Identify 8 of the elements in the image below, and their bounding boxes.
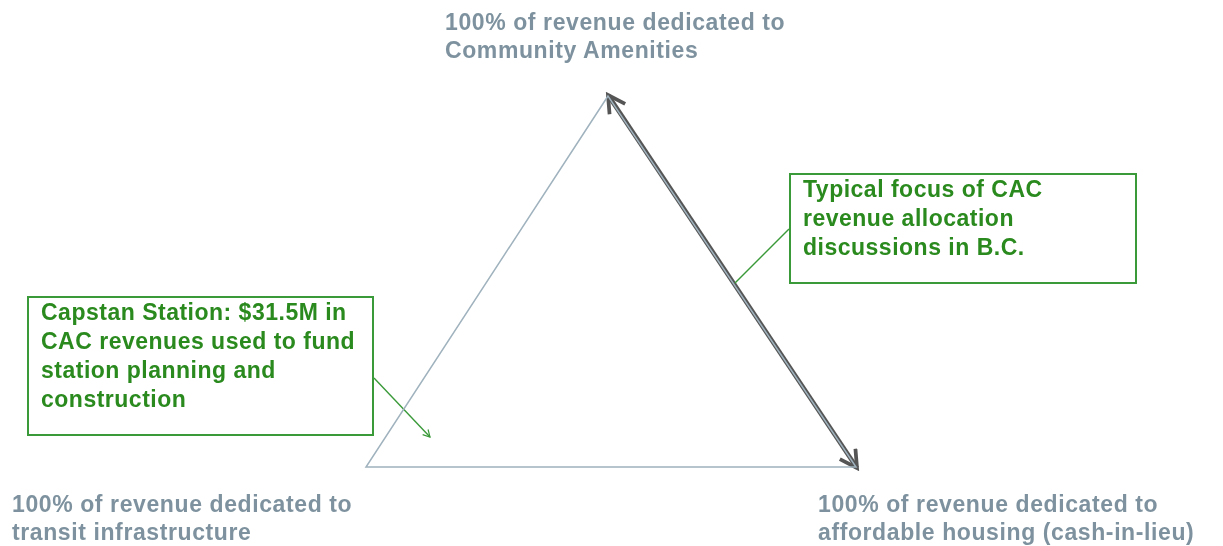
corner-label: 100% of revenue dedicated to Community Amenities xyxy=(445,8,817,95)
double-arrow xyxy=(606,93,859,470)
corner-label: 100% of revenue dedicated to transit infrastructure xyxy=(12,490,392,546)
corner-label: 100% of revenue dedicated to affordable housing (cash-in-lieu) xyxy=(818,468,1220,546)
leader-line xyxy=(373,377,431,438)
callout-box: Typical focus of CAC revenue allocation discussions in B.C. xyxy=(789,173,1137,284)
leader-line xyxy=(734,228,790,284)
callout-box: Capstan Station: $31.5M in CAC revenues used to fund station planning and construction xyxy=(27,296,374,436)
